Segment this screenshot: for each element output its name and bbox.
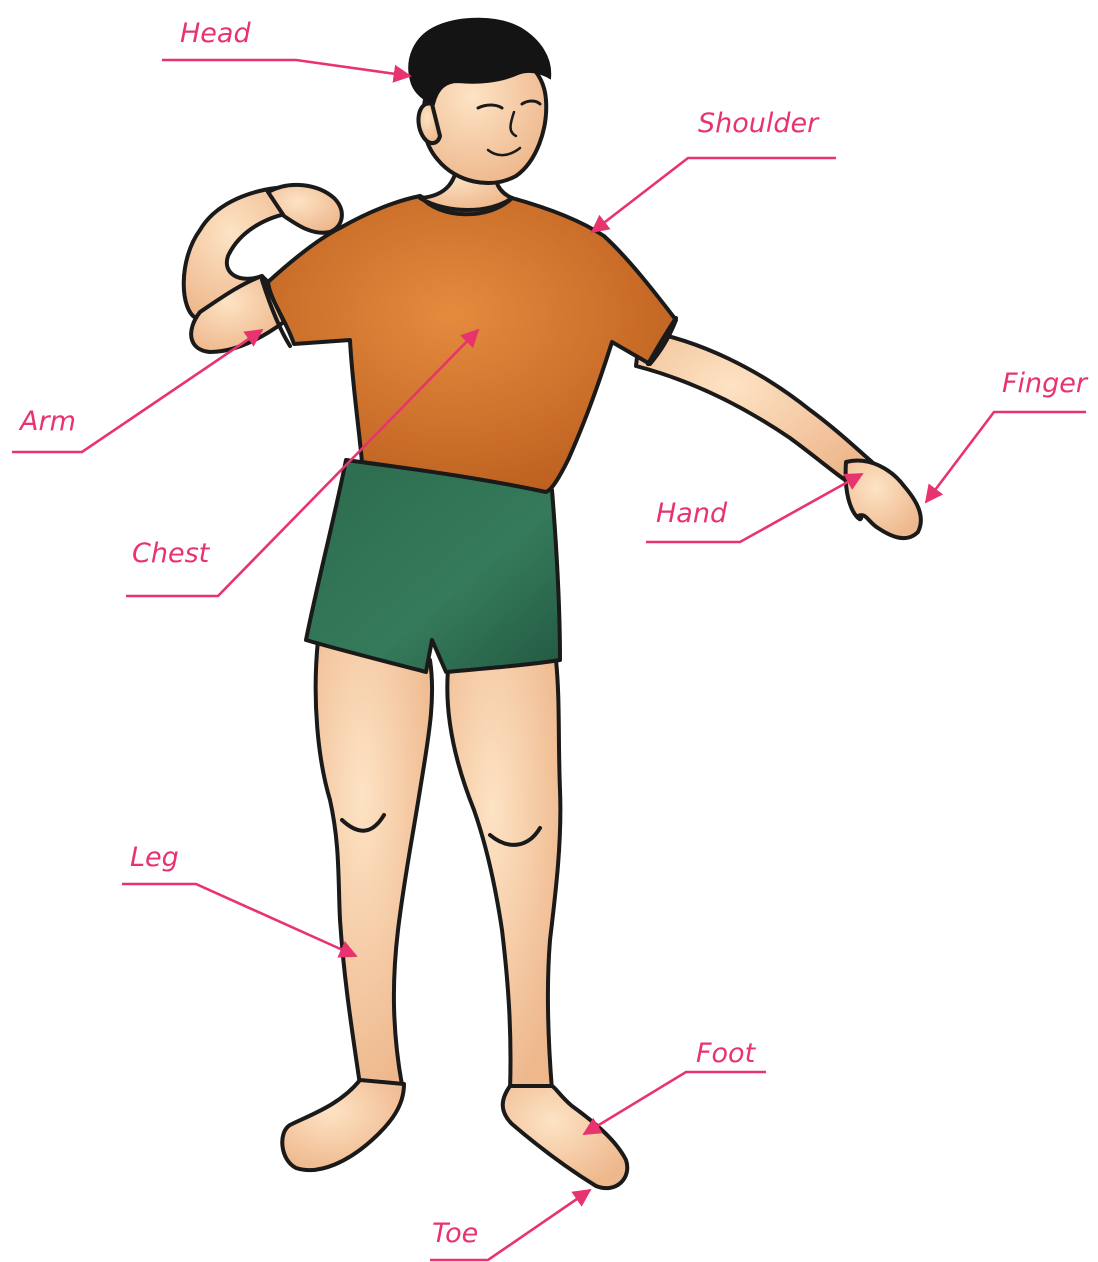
boy-figure	[184, 19, 921, 1188]
label-shoulder-group: Shoulder	[592, 108, 836, 232]
label-toe: Toe	[432, 1218, 478, 1249]
label-shoulder: Shoulder	[698, 108, 820, 139]
label-head: Head	[180, 18, 251, 49]
label-hand-group: Hand	[646, 474, 862, 542]
leader-finger	[926, 412, 1086, 502]
label-toe-group: Toe	[430, 1190, 590, 1260]
label-finger: Finger	[1002, 368, 1089, 399]
shorts	[306, 460, 560, 672]
label-chest: Chest	[132, 538, 211, 569]
label-leg: Leg	[130, 842, 179, 873]
leader-shoulder	[592, 158, 836, 232]
label-hand: Hand	[656, 498, 728, 529]
leader-leg	[122, 884, 356, 956]
leader-head	[162, 60, 410, 76]
right-hand	[846, 461, 921, 539]
left-foot	[282, 1080, 404, 1170]
t-shirt	[268, 196, 676, 492]
right-arm	[636, 330, 872, 490]
label-leg-group: Leg	[122, 842, 356, 956]
label-foot: Foot	[696, 1038, 757, 1069]
right-leg	[447, 660, 560, 1090]
label-arm: Arm	[18, 406, 76, 437]
label-finger-group: Finger	[926, 368, 1089, 502]
leader-foot	[584, 1072, 766, 1134]
left-leg	[316, 640, 432, 1085]
label-head-group: Head	[162, 18, 410, 76]
left-hand	[268, 185, 342, 233]
label-foot-group: Foot	[584, 1038, 766, 1134]
right-foot	[503, 1086, 628, 1188]
